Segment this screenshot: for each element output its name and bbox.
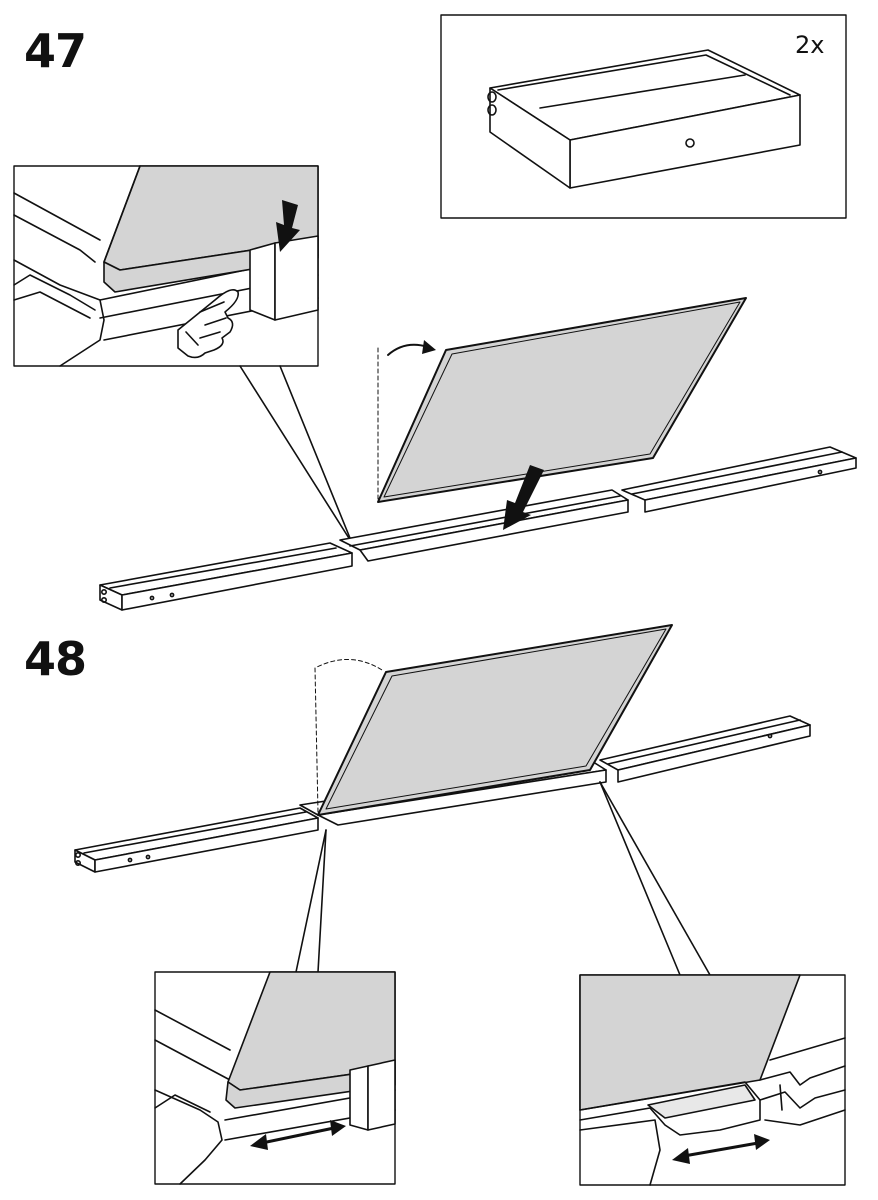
drawer-icon (488, 50, 800, 188)
detail-47-box (14, 166, 318, 366)
rotate-arrow-icon (388, 340, 436, 355)
parts-box (441, 15, 846, 218)
step-48-assembly (75, 625, 810, 872)
detail-48-right-box (580, 975, 845, 1185)
detail-48-left-box (155, 972, 395, 1184)
